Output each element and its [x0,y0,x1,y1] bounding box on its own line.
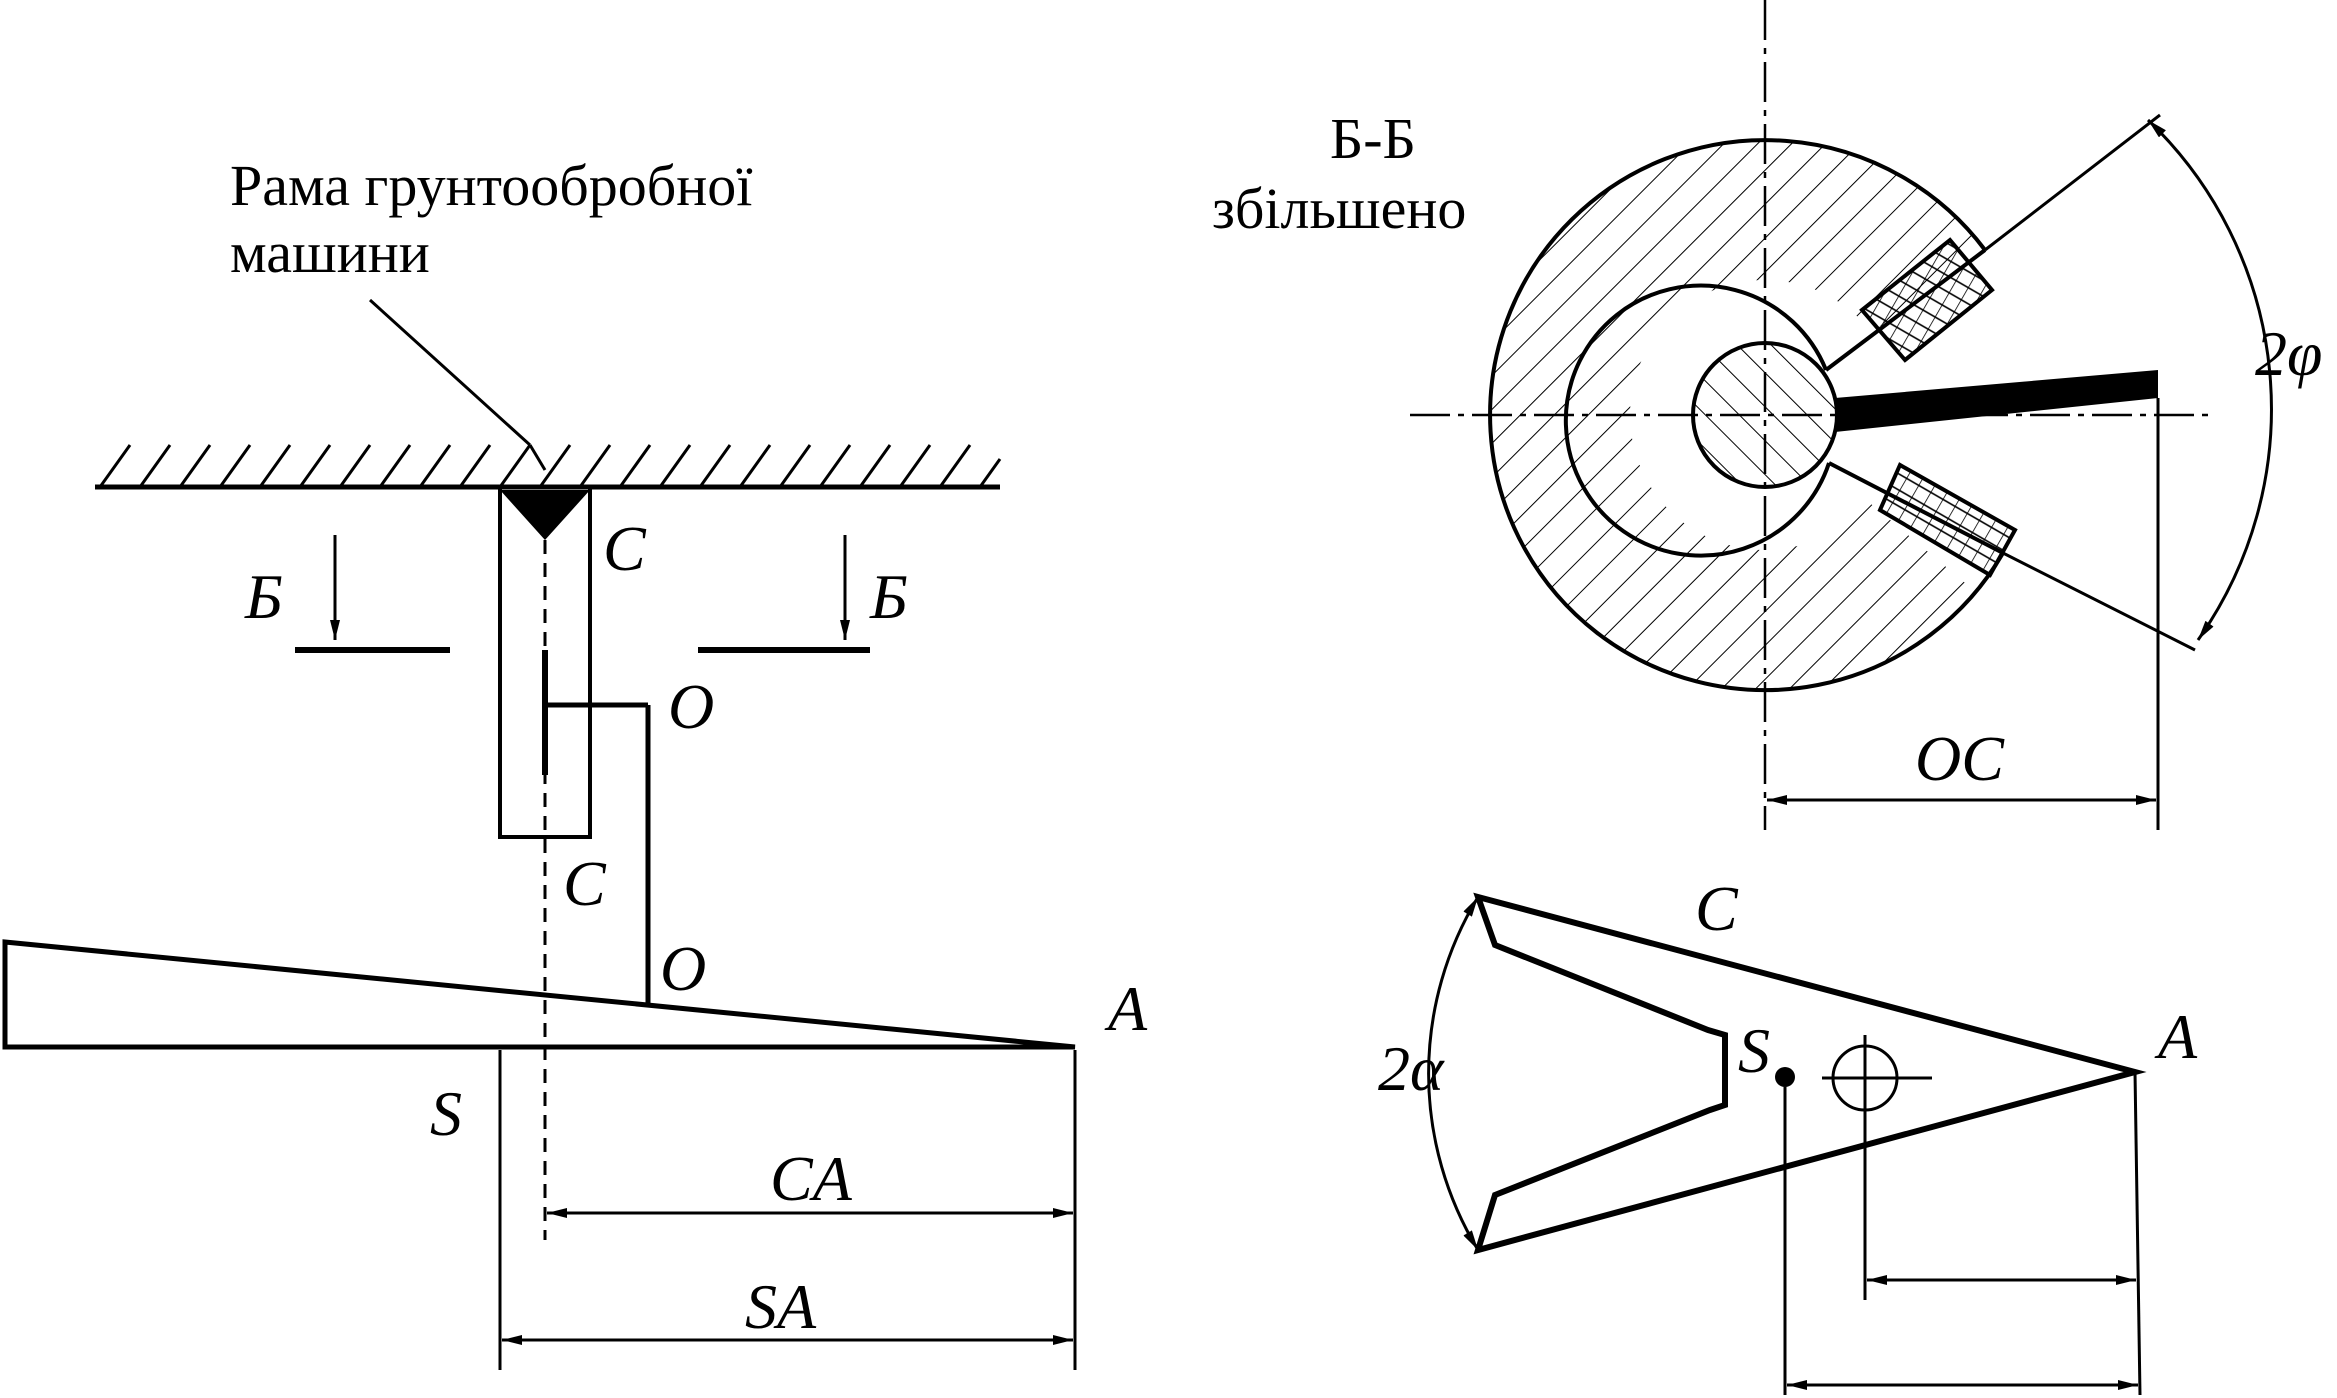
label-a-plan: A [2154,1001,2198,1072]
bearing-housing [498,485,592,839]
label-o-upper: O [668,671,714,742]
label-a-left: A [1104,973,1148,1044]
label-o-lower: O [660,933,706,1004]
label-s-left: S [430,1078,462,1149]
section-marker-right: Б [698,535,908,653]
crank-bar [1835,370,2158,432]
angle-2phi: 2φ [2146,118,2322,641]
svg-text:SA: SA [745,1271,817,1342]
svg-text:Б: Б [869,561,908,632]
frame-ground [95,444,1002,490]
svg-text:2φ: 2φ [2255,318,2322,389]
label-c-plan: C [1695,873,1739,944]
center-mass-symbol [1822,1035,1932,1300]
section-view: 2φ OC Б-Б збільшено [1212,0,2322,830]
point-s [1775,1067,1795,1087]
section-marker-left: Б [244,535,450,653]
crank-arm [542,650,651,1003]
label-s-plan: S [1738,1015,1770,1086]
label-c-lower: C [563,848,607,919]
dimension-sa: SA [502,1271,1073,1345]
svg-text:Б: Б [244,561,283,632]
svg-text:CA: CA [770,1143,853,1214]
dimension-oc: OC [1767,723,2156,805]
frame-label-line1: Рама грунтообробної [230,153,752,218]
section-label-line1: Б-Б [1330,106,1416,171]
stop-upper [1859,237,1995,363]
stop-lower [1877,462,2018,578]
svg-text:OC: OC [1915,723,2005,794]
frame-label-line2: машини [230,220,430,285]
svg-text:2α: 2α [1378,1033,1445,1104]
knife-outline [1473,892,2147,1255]
frame-leader [368,298,532,447]
label-c-top: C [603,513,647,584]
plan-view: 2α C S A [1378,873,2198,1396]
dimension-ca: CA [547,1143,1073,1218]
side-view: Рама грунтообробної машини Б Б [2,153,1148,1370]
pivot-triangle [500,490,590,540]
section-label-line2: збільшено [1212,176,1466,241]
shaft [1691,341,1839,489]
blade-wedge [2,939,1076,1050]
angle-2alpha: 2α [1378,896,1480,1251]
